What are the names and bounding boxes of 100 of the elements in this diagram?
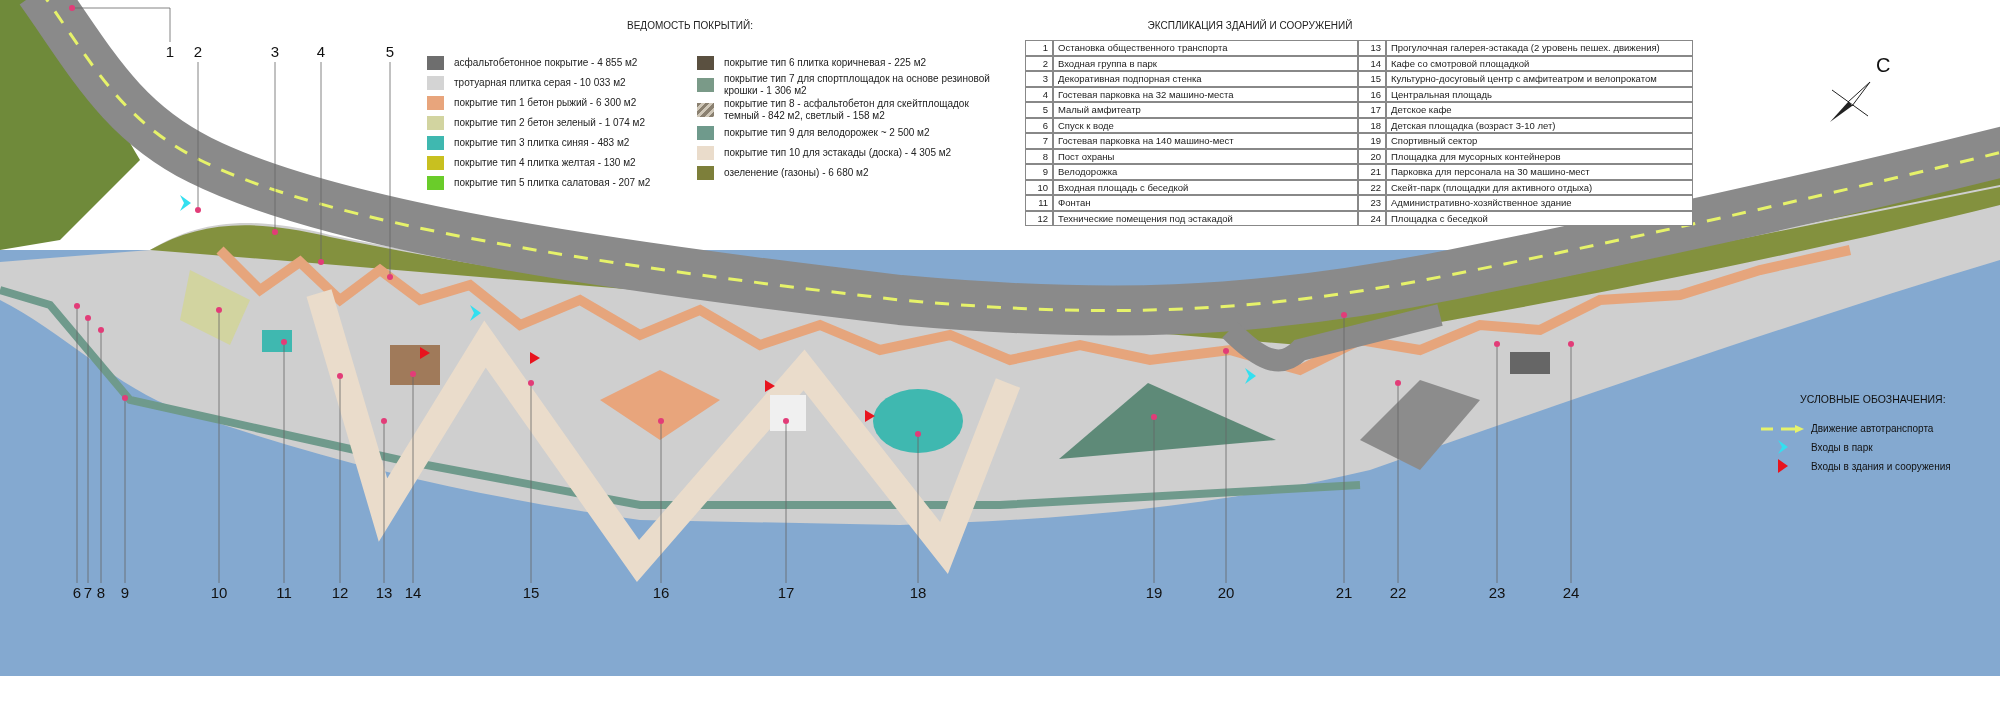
leader-line: [412, 376, 414, 584]
table-cell: 10: [1025, 179, 1053, 195]
leader-line: [1225, 353, 1227, 584]
leader-line: [100, 332, 102, 584]
leader-line: [339, 378, 341, 584]
leader-line: [785, 423, 787, 584]
table-cell: Входная площадь с беседкой: [1053, 179, 1358, 195]
legend-text: покрытие тип 8 - асфальтобетон для скейтплощадок темный - 842 м2, светлый - 158 м2: [724, 98, 970, 122]
north-label: С: [1876, 54, 1891, 76]
section-heading: ЭКСПЛИКАЦИЯ ЗДАНИЙ И СООРУЖЕНИЙ: [1146, 18, 1354, 33]
legend-text: покрытие тип 3 плитка синяя - 483 м2: [454, 136, 630, 149]
table-cell: 22: [1358, 179, 1386, 195]
table-cell: 13: [1358, 40, 1386, 56]
callout-number: 17: [777, 583, 795, 603]
callout-number: 21: [1335, 583, 1353, 603]
callout-number: 1: [161, 42, 179, 62]
legend-text: покрытие тип 10 для эстакады (доска) - 4 305 м2: [724, 146, 952, 159]
legend-text: покрытие тип 2 бетон зеленый - 1 074 м2: [454, 116, 645, 129]
legend-text: покрытие тип 9 для велодорожек ~ 2 500 м2: [724, 126, 930, 139]
table-cell: 16: [1358, 86, 1386, 102]
legend-text: асфальтобетонное покрытие - 4 855 м2: [454, 56, 638, 69]
legend-heading: УСЛОВНЫЕ ОБОЗНАЧЕНИЯ:: [1800, 392, 1946, 407]
legend-text: покрытие тип 6 плитка коричневая - 225 м2: [724, 56, 927, 69]
table-cell: Пост охраны: [1053, 148, 1358, 164]
table-cell: 20: [1358, 148, 1386, 164]
table-cell: 6: [1025, 117, 1053, 133]
leader-line: [530, 385, 532, 584]
table-cell: Кафе со смотровой площадкой: [1386, 55, 1693, 71]
callout-number: 2: [189, 42, 207, 62]
leader-line: [274, 61, 276, 230]
legend-text: покрытие тип 5 плитка салатовая - 207 м2: [454, 176, 651, 189]
table-cell: 24: [1358, 210, 1386, 226]
legend-text: Входы в парк: [1811, 440, 1873, 454]
table-cell: 3: [1025, 71, 1053, 87]
leader-line: [283, 344, 285, 584]
table-cell: Административно-хозяйственное здание: [1386, 195, 1693, 211]
table-cell: Центральная площадь: [1386, 86, 1693, 102]
leader-line: [197, 61, 199, 208]
callout-number: 11: [275, 583, 293, 603]
legend-text: тротуарная плитка серая - 10 033 м2: [454, 76, 626, 89]
callout-number: 24: [1562, 583, 1580, 603]
legend-text: покрытие тип 4 плитка желтая - 130 м2: [454, 156, 636, 169]
legend-text: озеленение (газоны) - 6 680 м2: [724, 166, 869, 179]
leader-line: [1570, 346, 1572, 584]
leader-line: [1153, 419, 1155, 584]
callout-number: 8: [92, 583, 110, 603]
table-cell: Детское кафе: [1386, 102, 1693, 118]
table-cell: 15: [1358, 71, 1386, 87]
table-cell: 4: [1025, 86, 1053, 102]
callout-number: 14: [404, 583, 422, 603]
leader-line: [124, 400, 126, 584]
leader-line: [76, 308, 78, 584]
table-cell: 23: [1358, 195, 1386, 211]
table-cell: 12: [1025, 210, 1053, 226]
table-cell: Фонтан: [1053, 195, 1358, 211]
table-cell: Гостевая парковка на 140 машино-мест: [1053, 133, 1358, 149]
leader-line: [1343, 317, 1345, 584]
table-cell: Культурно-досуговый центр с амфитеатром и велопрокатом: [1386, 71, 1693, 87]
table-cell: Парковка для персонала на 30 машино-мест: [1386, 164, 1693, 180]
callout-number: 18: [909, 583, 927, 603]
leader-line: [660, 423, 662, 584]
table-cell: Технические помещения под эстакадой: [1053, 210, 1358, 226]
callout-number: 3: [266, 42, 284, 62]
section-heading: ВЕДОМОСТЬ ПОКРЫТИЙ:: [626, 18, 754, 33]
table-cell: 8: [1025, 148, 1053, 164]
table-cell: Входная группа в парк: [1053, 55, 1358, 71]
table-cell: 17: [1358, 102, 1386, 118]
table-cell: Спортивный сектор: [1386, 133, 1693, 149]
legend-text: Входы в здания и сооружения: [1811, 459, 1951, 473]
callout-number: 13: [375, 583, 393, 603]
callout-number: 4: [312, 42, 330, 62]
leader-line: [87, 320, 89, 584]
table-cell: 9: [1025, 164, 1053, 180]
callout-number: 23: [1488, 583, 1506, 603]
table-cell: Декоративная подпорная стенка: [1053, 71, 1358, 87]
callout-number: 16: [652, 583, 670, 603]
table-cell: Остановка общественного транспорта: [1053, 40, 1358, 56]
callout-number: 12: [331, 583, 349, 603]
leader-line: [320, 61, 322, 260]
table-cell: Велодорожка: [1053, 164, 1358, 180]
leader-line: [1496, 346, 1498, 584]
callout-number: 19: [1145, 583, 1163, 603]
callout-number: 6: [68, 583, 86, 603]
callout-number: 22: [1389, 583, 1407, 603]
leader-line: [74, 7, 171, 43]
table-cell: Площадка с беседкой: [1386, 210, 1693, 226]
callout-number: 5: [381, 42, 399, 62]
callout-number: 15: [522, 583, 540, 603]
table-cell: Скейт-парк (площадки для активного отдыха): [1386, 179, 1693, 195]
table-cell: 5: [1025, 102, 1053, 118]
table-cell: Спуск к воде: [1053, 117, 1358, 133]
table-cell: Гостевая парковка на 32 машино-места: [1053, 86, 1358, 102]
legend-text: покрытие тип 1 бетон рыжий - 6 300 м2: [454, 96, 637, 109]
leader-line: [218, 312, 220, 584]
legend-text: Движение автотранспорта: [1811, 422, 1934, 435]
leader-line: [389, 61, 391, 275]
leader-line: [917, 436, 919, 584]
table-cell: 2: [1025, 55, 1053, 71]
table-cell: 14: [1358, 55, 1386, 71]
table-cell: Детская площадка (возраст 3-10 лет): [1386, 117, 1693, 133]
